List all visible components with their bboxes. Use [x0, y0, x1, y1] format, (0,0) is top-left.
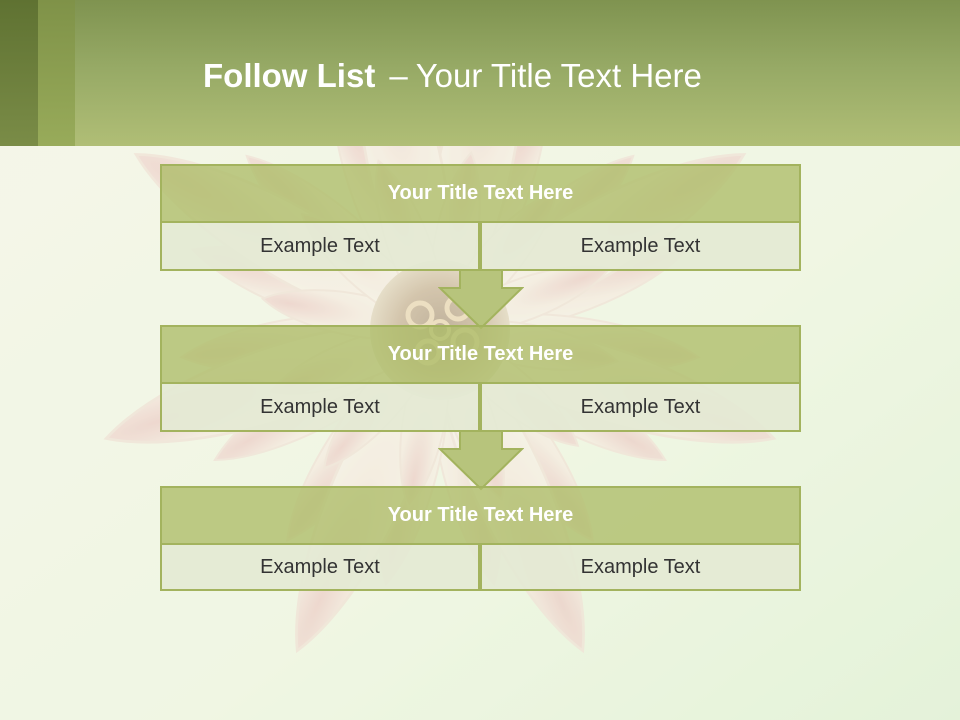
slide-title-rest: Your Title Text Here [415, 57, 702, 94]
slide-title-separator: – [389, 57, 408, 94]
header-band [0, 0, 960, 146]
slide-title: Follow List–Your Title Text Here [203, 54, 702, 98]
follow-block-3: Your Title Text Here Example Text Exampl… [160, 486, 801, 592]
block-title: Your Title Text Here [160, 486, 801, 545]
header-accent-stripe-light [38, 0, 75, 146]
block-title: Your Title Text Here [160, 164, 801, 223]
block-cell-right: Example Text [480, 382, 801, 432]
block-cell-right: Example Text [480, 543, 801, 591]
block-title: Your Title Text Here [160, 325, 801, 384]
header-accent-stripe-dark [0, 0, 38, 146]
down-arrow-icon [438, 270, 524, 330]
follow-block-1: Your Title Text Here Example Text Exampl… [160, 164, 801, 272]
slide-title-bold: Follow List [203, 57, 376, 94]
block-cell-right: Example Text [480, 221, 801, 271]
follow-block-2: Your Title Text Here Example Text Exampl… [160, 325, 801, 433]
block-cell-left: Example Text [160, 543, 480, 591]
down-arrow-icon [438, 431, 524, 491]
block-cell-left: Example Text [160, 382, 480, 432]
block-cell-left: Example Text [160, 221, 480, 271]
